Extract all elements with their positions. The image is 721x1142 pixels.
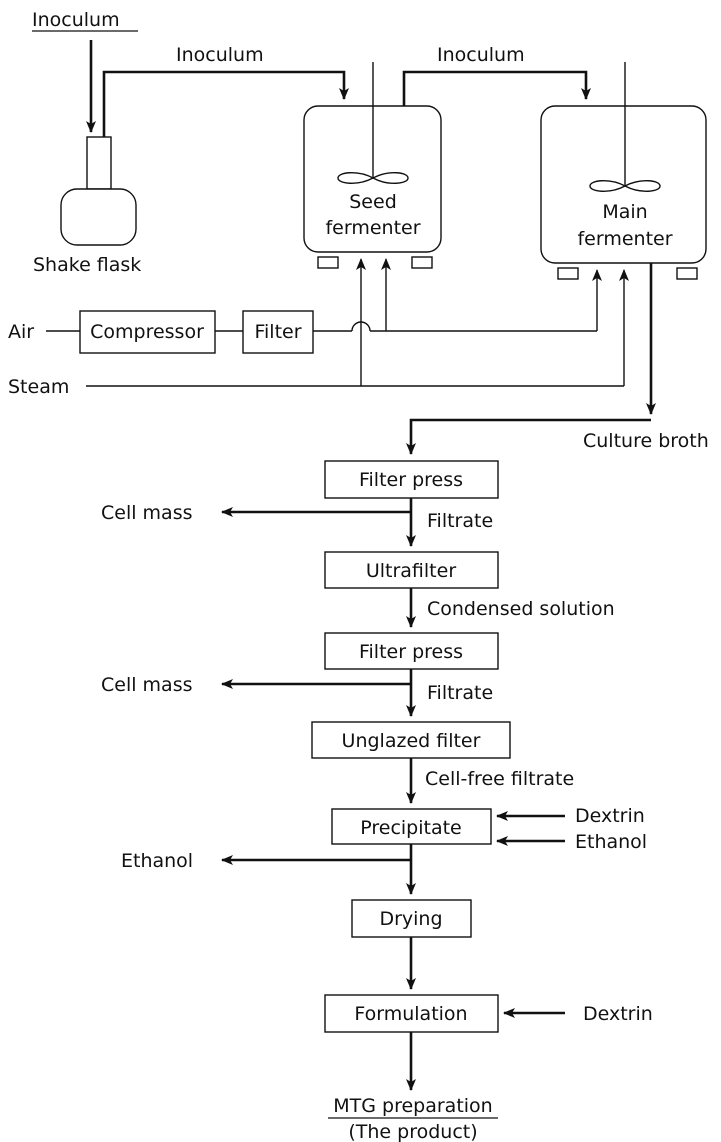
cell-mass-1-label: Cell mass (101, 502, 193, 524)
seed-fermenter-label-line2: fermenter (325, 217, 420, 239)
condensed-solution-label: Condensed solution (427, 598, 615, 620)
main-impeller-icon (589, 180, 661, 192)
compressor-box (79, 310, 216, 354)
formulation-label: Formulation (354, 1003, 467, 1025)
inoculum-to-main-label: Inoculum (437, 44, 525, 66)
compressor-label: Compressor (90, 321, 204, 343)
main-port-right (676, 267, 698, 280)
main-fermenter-label-line1: Main (602, 201, 647, 223)
product-label-line2: (The product) (348, 1121, 477, 1142)
air-filter-label: Filter (254, 321, 301, 343)
main-fermenter-label-line2: fermenter (577, 228, 672, 250)
drying-box (351, 899, 472, 938)
shake-flask-label: Shake flask (33, 254, 141, 276)
filtrate-1-label: Filtrate (427, 510, 493, 532)
main-port-left (557, 267, 579, 280)
steam-label: Steam (8, 376, 69, 398)
precipitate-label: Precipitate (360, 817, 462, 839)
unglazed-filter-box (311, 721, 511, 759)
ethanol-out-label: Ethanol (121, 850, 193, 872)
precipitate-box (331, 808, 492, 845)
filtrate-2-label: Filtrate (427, 682, 493, 704)
filter-press-2-label: Filter press (359, 641, 463, 663)
seed-port-left (317, 256, 339, 269)
dextrin-1-label: Dextrin (575, 805, 645, 827)
shake-flask-icon (60, 136, 137, 246)
cell-mass-2-label: Cell mass (101, 674, 193, 696)
seed-to-main-line (402, 70, 591, 106)
filter-press-2-box (324, 632, 499, 670)
drying-label: Drying (379, 908, 442, 930)
broth-to-filter-press-line (406, 418, 651, 455)
ultrafilter-box (324, 551, 499, 589)
product-label-line1: MTG preparation (333, 1095, 492, 1117)
inoculum-to-seed-label: Inoculum (176, 44, 264, 66)
dextrin-2-label: Dextrin (583, 1003, 653, 1025)
seed-fermenter-label-line1: Seed (349, 191, 397, 213)
cell-free-filtrate-label: Cell-free filtrate (425, 768, 574, 790)
culture-broth-label: Culture broth (583, 430, 709, 452)
air-filter-box (242, 310, 314, 354)
seed-impeller-icon (337, 172, 409, 184)
unglazed-filter-label: Unglazed filter (342, 730, 481, 752)
air-label: Air (8, 321, 34, 343)
formulation-box (324, 994, 499, 1033)
seed-port-right (411, 256, 433, 269)
ultrafilter-label: Ultrafilter (366, 560, 456, 582)
filter-press-1-label: Filter press (359, 469, 463, 491)
inoculum-source-label: Inoculum (32, 9, 120, 31)
ethanol-in-label: Ethanol (575, 831, 647, 853)
flask-to-seed-line (102, 70, 349, 137)
